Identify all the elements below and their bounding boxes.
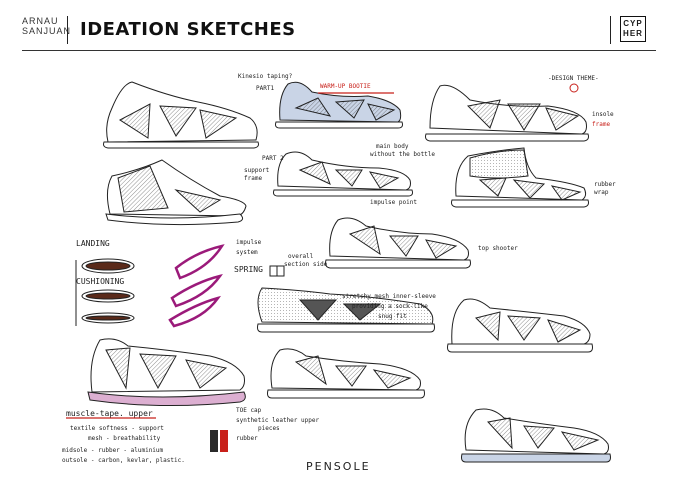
swatch-black bbox=[210, 430, 218, 452]
note-rubber-sole: rubber bbox=[236, 435, 258, 442]
note-frame: frame bbox=[244, 175, 262, 182]
shoe-sketch-11 bbox=[267, 348, 425, 399]
shoe-sketch-3 bbox=[425, 84, 589, 142]
shoe-sketch-2 bbox=[275, 81, 403, 129]
note-section-side: section side bbox=[284, 261, 328, 268]
note-impulse-point: impulse point bbox=[370, 199, 417, 206]
note-providing-sock: providing a sock-like bbox=[352, 303, 428, 310]
note-muscle-tape: muscle-tape. upper bbox=[66, 409, 153, 418]
author-last-name: SANJUAN bbox=[22, 26, 72, 36]
shoe-sketch-7 bbox=[325, 217, 471, 269]
note-design-theme: -DESIGN THEME- bbox=[548, 75, 599, 82]
cross-section-icon bbox=[269, 265, 285, 277]
material-color-swatches bbox=[210, 430, 228, 452]
cushioning-details bbox=[75, 258, 135, 326]
logo-line2: HER bbox=[623, 29, 643, 38]
cypher-logo: CYP HER bbox=[620, 16, 646, 42]
note-snug-fit: snug fit bbox=[378, 313, 407, 320]
note-toe-cap: TOE cap bbox=[236, 407, 262, 414]
note-system: system bbox=[236, 249, 258, 256]
note-mesh: mesh - breathability bbox=[88, 435, 161, 442]
note-insole: insole bbox=[592, 111, 614, 118]
pensole-brand: PENSOLE bbox=[306, 460, 371, 473]
shoe-sketch-8 bbox=[257, 287, 435, 333]
swatch-red bbox=[220, 430, 228, 452]
note-part1: PART1 bbox=[256, 85, 274, 92]
header-divider bbox=[67, 16, 68, 44]
note-rubber: rubber bbox=[594, 181, 616, 188]
shoe-sketch-9 bbox=[447, 298, 593, 353]
author-name: ARNAU SANJUAN bbox=[22, 16, 71, 36]
note-outsole: outsole - carbon, kevlar, plastic. bbox=[62, 457, 185, 464]
shoe-sketch-4 bbox=[105, 159, 247, 226]
note-part2: PART 2 bbox=[262, 155, 284, 162]
note-warm-up-bootie: WARM-UP BOOTIE bbox=[320, 83, 371, 90]
header-rule bbox=[22, 50, 656, 51]
note-support: support bbox=[244, 167, 270, 174]
logo-divider bbox=[610, 16, 611, 44]
label-spring: SPRING bbox=[234, 265, 263, 274]
note-wrap: wrap bbox=[594, 189, 609, 196]
author-first-name: ARNAU bbox=[22, 16, 59, 26]
note-stretchy-mesh: stretchy mesh inner-sleeve bbox=[342, 293, 436, 300]
impulse-springs bbox=[168, 244, 225, 328]
note-kinesio: Kinesio taping? bbox=[238, 73, 293, 80]
note-midsole: midsole - rubber - aluminium bbox=[62, 447, 164, 454]
page-title: IDEATION SKETCHES bbox=[80, 19, 296, 40]
note-impulse: impulse bbox=[236, 239, 262, 246]
label-landing: LANDING bbox=[76, 239, 110, 248]
shoe-sketch-12 bbox=[461, 408, 611, 463]
logo-line1: CYP bbox=[623, 19, 643, 28]
note-overall: overall bbox=[288, 253, 314, 260]
note-pieces: pieces bbox=[258, 425, 280, 432]
page-header: ARNAU SANJUAN IDEATION SKETCHES CYP HER bbox=[0, 0, 680, 50]
shoe-sketch-1 bbox=[103, 81, 259, 149]
shoe-sketch-10 bbox=[87, 338, 246, 407]
note-main-body: main body bbox=[376, 143, 409, 150]
note-top-shooter: top shooter bbox=[478, 245, 518, 252]
note-synthetic-leather: synthetic leather upper bbox=[236, 417, 319, 424]
shoe-sketch-6 bbox=[451, 147, 589, 208]
note-textile: textile softness - support bbox=[70, 425, 164, 432]
shoe-sketch-5 bbox=[273, 151, 413, 197]
note-without-bottle: without the bottle bbox=[370, 151, 435, 158]
label-cushioning: CUSHIONING bbox=[76, 277, 124, 286]
theme-mark-icon bbox=[569, 83, 579, 93]
note-frame-red: frame bbox=[592, 121, 610, 128]
